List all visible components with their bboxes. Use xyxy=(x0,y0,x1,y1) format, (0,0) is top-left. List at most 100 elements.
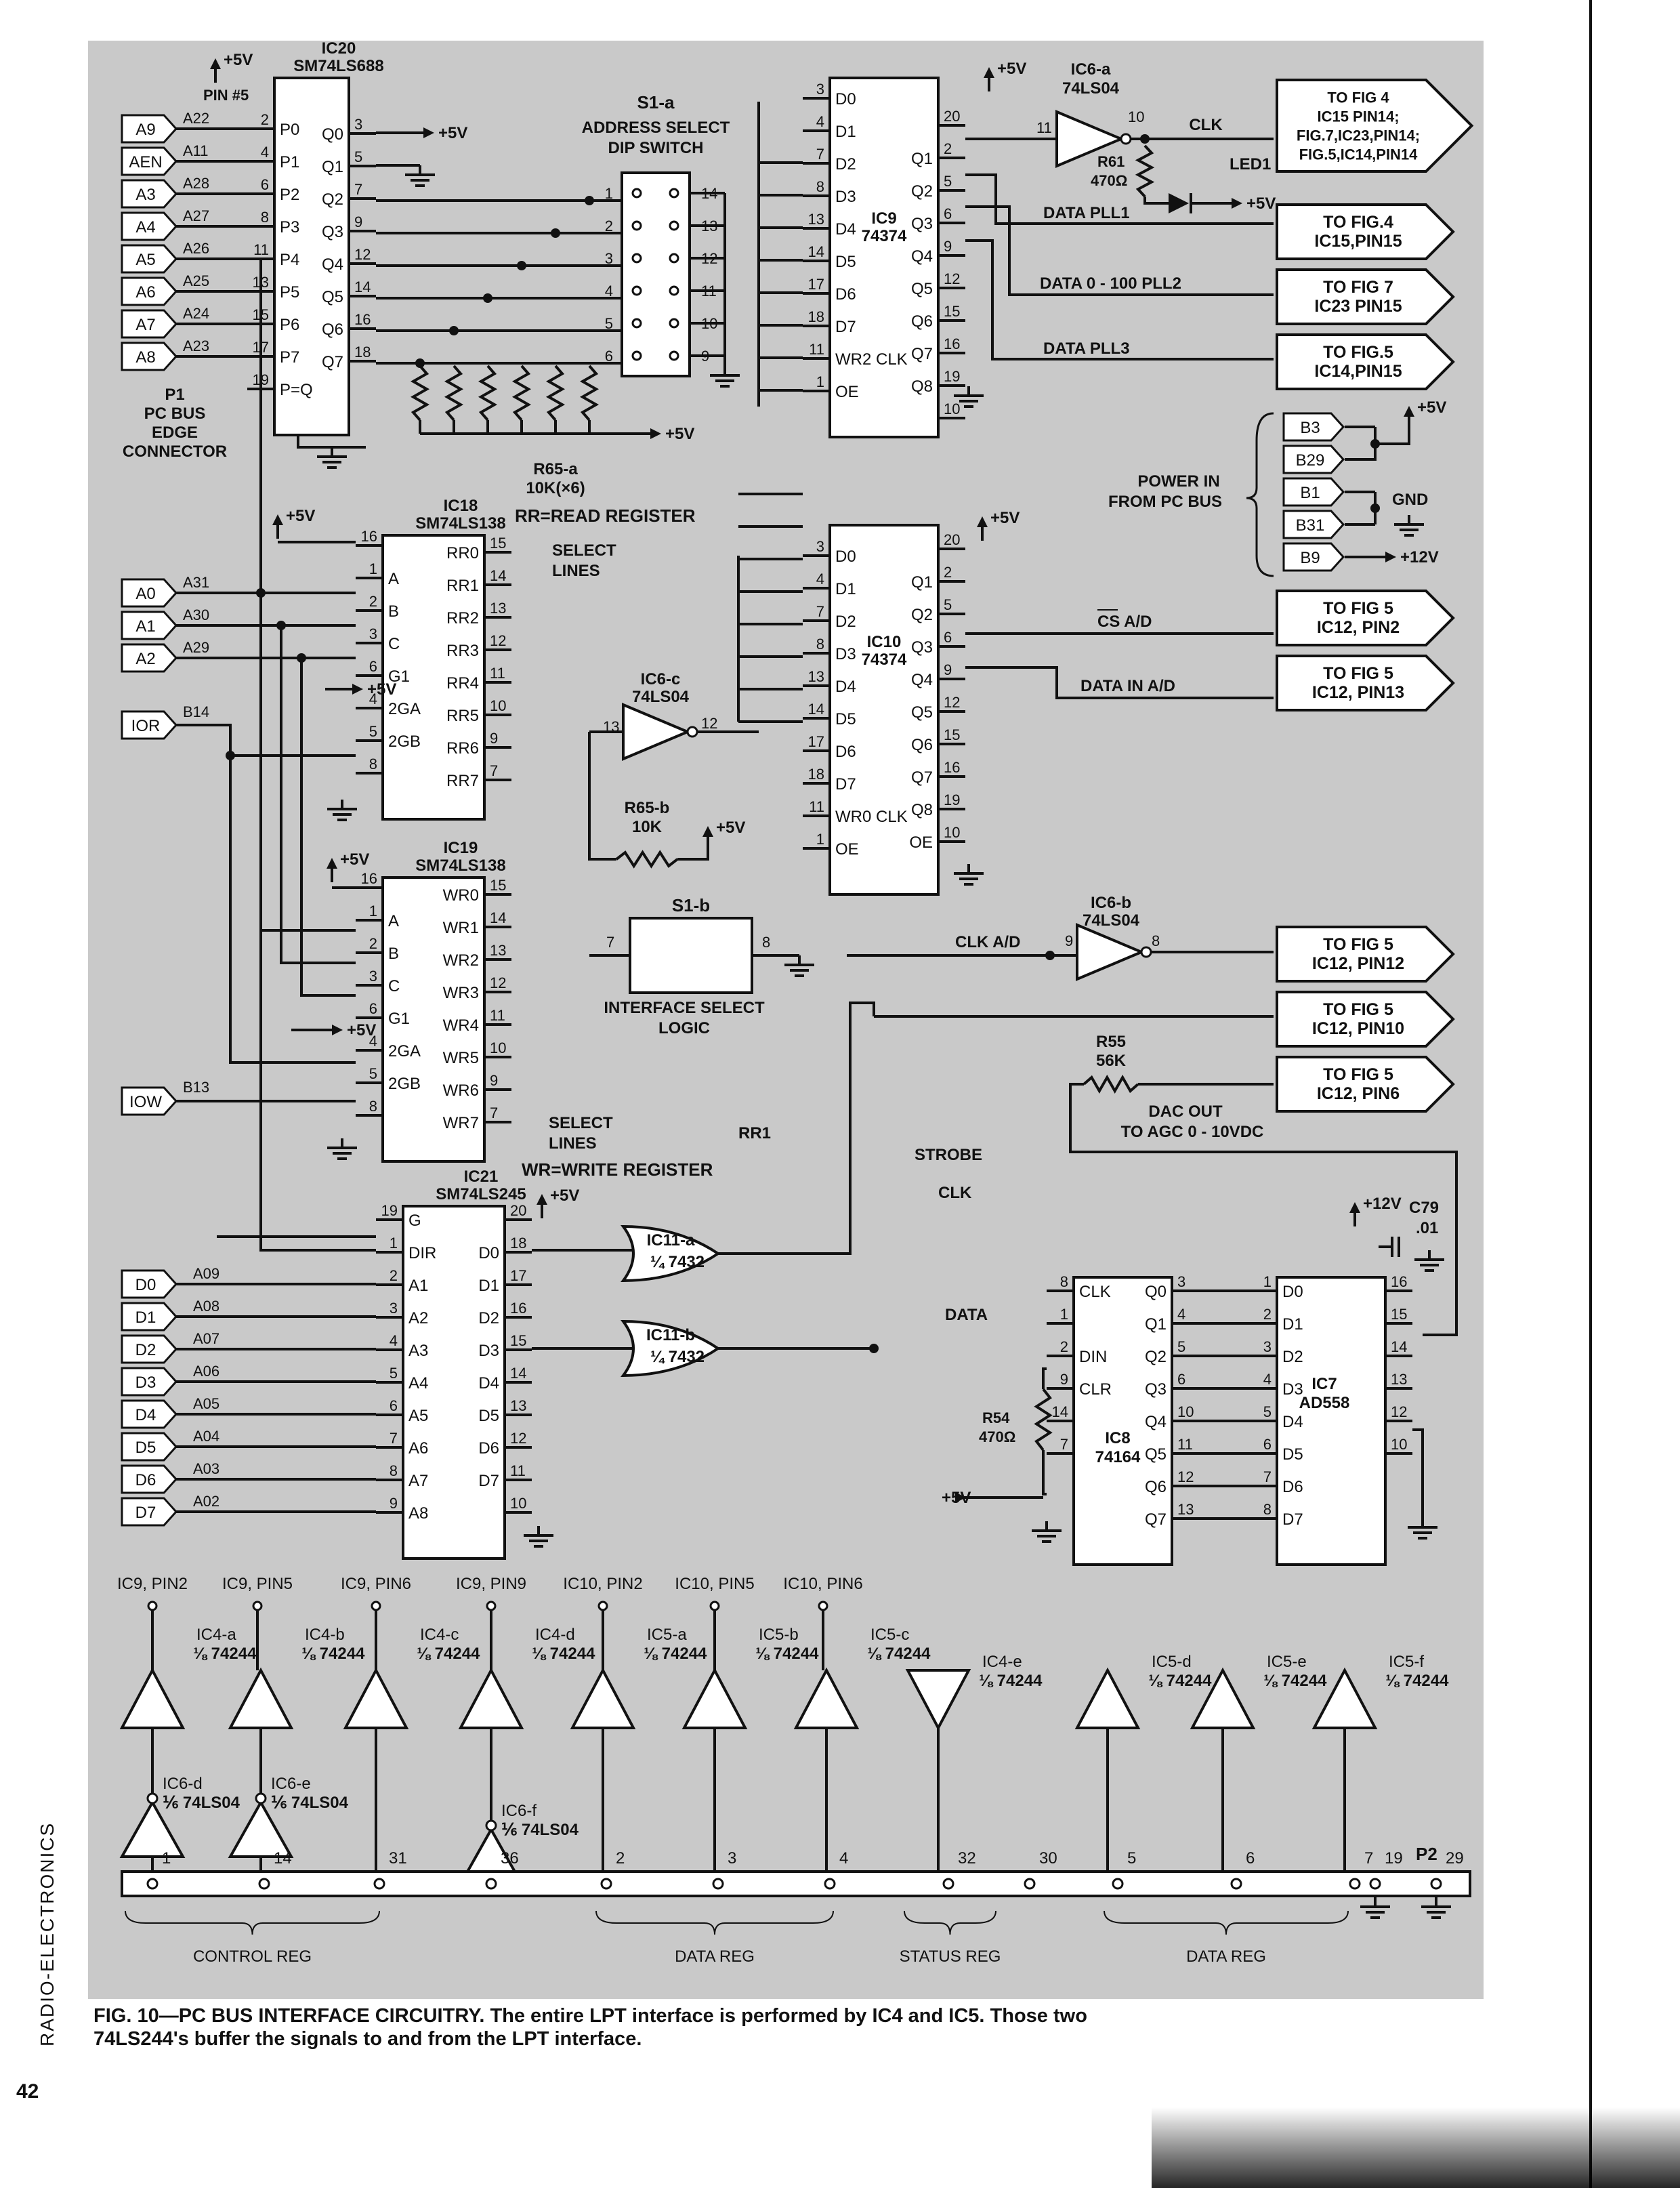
data-input-flag xyxy=(121,1432,178,1462)
inverter-bubble xyxy=(1120,133,1132,145)
pll1-wire xyxy=(965,173,1274,225)
edge-pin-label: A28 xyxy=(183,175,209,192)
pin-number: 11 xyxy=(1036,119,1052,136)
pin-number: 20 xyxy=(944,108,960,125)
p2-pin-number: 30 xyxy=(1039,1849,1057,1867)
power-in-label: POWER IN xyxy=(1137,472,1219,491)
edge-pin-label: A26 xyxy=(183,240,209,257)
address-input-flag xyxy=(121,611,178,640)
pin-number: 4 xyxy=(390,1332,398,1349)
buffer-name: IC5-a xyxy=(647,1626,687,1644)
lpt-buffer xyxy=(1311,1667,1378,1729)
edge-pin-label: A11 xyxy=(183,142,209,159)
bus-signal-label: A2 xyxy=(135,650,155,668)
supply-label: +5V xyxy=(1417,398,1446,417)
pin-label: Q2 xyxy=(1145,1348,1167,1366)
connector-label: TO FIG.5 xyxy=(1323,343,1393,362)
ic-name: IC8 xyxy=(1105,1429,1130,1447)
pin-number: 15 xyxy=(490,877,506,894)
p2-pin-number: 4 xyxy=(839,1849,848,1867)
tap-point xyxy=(818,1601,828,1611)
s1b-label: S1-b xyxy=(672,895,710,915)
buffer-part: ⅛ 74244 xyxy=(1148,1672,1212,1690)
output-flag xyxy=(1276,926,1455,983)
pin-number: 1 xyxy=(390,1235,398,1252)
p2-pin-number: 31 xyxy=(389,1849,407,1867)
pin-number: 4 xyxy=(369,690,377,707)
pin-number: 14 xyxy=(808,701,824,718)
pin-label: D1 xyxy=(835,123,856,141)
pin-label: OE xyxy=(909,833,933,852)
pin-label: P1 xyxy=(280,153,299,171)
output-flag xyxy=(1276,991,1455,1048)
connector-label: TO FIG 5 xyxy=(1323,935,1393,954)
switch-pin-number: 6 xyxy=(605,348,613,365)
buffer-name: IC5-e xyxy=(1267,1653,1307,1671)
edge-label: EDGE xyxy=(152,424,198,442)
resistor-zigzag xyxy=(1034,1388,1053,1451)
pin-number: 13 xyxy=(808,668,824,685)
pin-number: 11 xyxy=(1177,1436,1193,1453)
address-input-flag xyxy=(121,179,178,209)
pin-label: P0 xyxy=(280,121,299,139)
pin-label: WR0 CLK xyxy=(835,808,908,826)
edge-pin-label: A03 xyxy=(193,1460,219,1477)
power-brace xyxy=(1246,412,1274,577)
switch-contact xyxy=(669,188,679,199)
pin-label: G1 xyxy=(388,1010,410,1028)
pin-number: 15 xyxy=(253,306,269,323)
pin-label: D1 xyxy=(835,580,856,598)
address-input-flag xyxy=(121,211,178,241)
bus-signal-label: A1 xyxy=(135,617,155,636)
junction-dot xyxy=(517,261,526,270)
address-input-flag xyxy=(121,578,178,608)
p2-pin xyxy=(824,1878,836,1890)
buffer-name: IC5-c xyxy=(870,1626,909,1644)
connector-label: IC12, PIN10 xyxy=(1312,1019,1404,1038)
r61-value: 470Ω xyxy=(1091,172,1127,189)
ic21-body xyxy=(402,1205,506,1560)
buffer-name: IC4-c xyxy=(420,1626,459,1644)
pin-label: Q6 xyxy=(1145,1478,1167,1496)
strobe-label: STROBE xyxy=(915,1146,982,1164)
ic-part: 74374 xyxy=(862,651,907,669)
edge-pin-label: A24 xyxy=(183,305,209,322)
pin-label: RR2 xyxy=(446,609,479,627)
ic-part: 74374 xyxy=(862,227,907,245)
buffer-name: IC5-b xyxy=(759,1626,799,1644)
pin-number: 13 xyxy=(510,1397,526,1414)
address-branch xyxy=(300,658,356,997)
pin-label: P5 xyxy=(280,283,299,302)
lpt-tap-label: IC10, PIN6 xyxy=(783,1575,862,1593)
junction-dot xyxy=(585,196,594,205)
pin-number: 12 xyxy=(944,270,960,287)
p2-pin xyxy=(942,1878,954,1890)
pin-number: 7 xyxy=(816,603,824,620)
pin-number: 4 xyxy=(1263,1371,1272,1388)
data-input-flag xyxy=(121,1334,178,1364)
buffer-name: IC4-b xyxy=(305,1626,345,1644)
pin-number: 17 xyxy=(253,339,269,356)
pullup-wire xyxy=(677,850,709,861)
ic-part: SM74LS688 xyxy=(293,57,383,75)
pin-number: 6 xyxy=(369,658,377,675)
supply-label: +5V xyxy=(340,850,369,869)
bus-signal-label: D4 xyxy=(135,1406,156,1424)
pin-number: 14 xyxy=(1052,1403,1068,1420)
pin-number: 14 xyxy=(510,1365,526,1382)
resistor-zigzag xyxy=(511,365,532,421)
pin-number: 19 xyxy=(944,791,960,808)
pin-label: Q2 xyxy=(911,606,933,624)
pin-label: CLR xyxy=(1079,1380,1112,1399)
pin-number: 3 xyxy=(369,625,377,642)
clk-ad-label: CLK A/D xyxy=(955,933,1020,951)
junction-dot xyxy=(551,228,560,238)
pin-label: A6 xyxy=(408,1439,428,1458)
p2-pin xyxy=(1349,1878,1361,1890)
s1b-title: INTERFACE SELECT xyxy=(604,999,765,1017)
pin-label: A2 xyxy=(408,1309,428,1327)
lpt-buffer xyxy=(458,1667,524,1729)
connector-label: TO FIG 4 xyxy=(1327,89,1389,106)
pin-number: 14 xyxy=(490,567,506,584)
p2-pin xyxy=(1369,1878,1381,1890)
